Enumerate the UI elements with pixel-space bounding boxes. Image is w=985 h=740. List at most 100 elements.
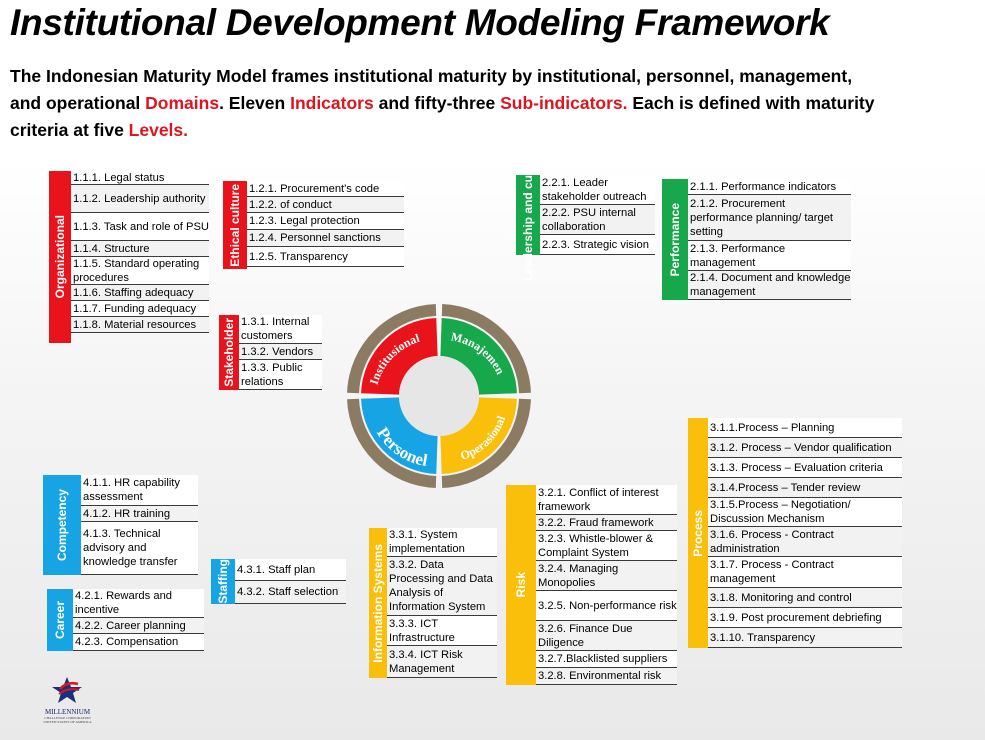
group-competency: Competency 4.1.1. HR capability assessmen… [43,475,198,575]
sub-indicator-text: 2.1.2. Procurement performance planning/… [690,197,834,238]
sub-indicator-item: 1.2.4. Personnel sanctions [247,230,404,247]
sub-indicator-text: 4.2.1. Rewards and incentive [75,590,173,616]
group-label: Leadership and culture [521,148,535,282]
sub-indicator-item: 3.2.6. Finance Due Diligence [536,621,677,651]
subtitle-line-1: The Indonesian Maturity Model frames ins… [10,66,853,86]
group-label: Career [53,600,67,640]
sub-indicator-item: 3.1.6. Process - Contract administration [708,527,902,557]
sub-indicator-item: 3.2.7.Blacklisted suppliers [536,651,677,668]
sub-indicator-text: 1.1.6. Staffing adequacy [73,286,194,299]
wheel-segments [361,318,517,474]
star-logo-icon [52,677,82,703]
sub-indicator-item: 1.1.7. Funding adequacy [71,301,209,317]
sub-indicator-text: 4.2.3. Compensation [75,636,179,648]
sub-indicator-text: 3.2.4. Managing Monopolies [538,562,619,589]
segment-operational [440,397,517,474]
sub-indicator-text: 4.1.1. HR capability assessment [83,477,181,503]
sub-indicator-text: 3.1.9. Post procurement debriefing [710,611,882,624]
group-tab: Organizational [49,171,71,343]
group-organizational: Organizational 1.1.1. Legal status 1.1.2. … [49,171,209,343]
logo-line2: CHALLENGE CORPORATION [44,716,91,720]
sub-indicator-item: 2.1.1. Performance indicators [688,179,851,195]
wheel-rim [441,304,531,394]
sub-indicator-item: 3.2.4. Managing Monopolies [536,561,677,591]
sub-indicator-text: 3.1.7. Process - Contract management [710,559,834,585]
sub-indicator-text: 3.3.1. System implementation [389,529,465,555]
sub-indicator-text: 3.1.5.Process – Negotiation/ Discussion … [710,499,851,525]
sub-indicator-item: 2.1.2. Procurement performance planning/… [688,195,851,241]
group-items: 4.1.1. HR capability assessment 4.1.2. HR… [81,475,198,575]
sub-indicator-item: 4.1.1. HR capability assessment [81,475,198,506]
group-label: Competency [55,488,69,562]
subtitle-subindicators: Sub-indicators. [500,93,628,113]
group-label: Stakeholder [222,318,236,387]
sub-indicator-item: 1.1.5. Standard operating procedures [71,257,209,285]
sub-indicator-item: 1.1.3. Task and role of PSU [71,213,209,241]
sub-indicator-item: 1.2.5. Transparency [247,247,404,267]
group-label: Organizational [53,215,67,299]
group-label: Process [691,509,705,557]
sub-indicator-text: 1.1.1. Legal status [73,171,165,184]
sub-indicator-item: 3.1.9. Post procurement debriefing [708,608,902,628]
group-tab: Stakeholder [219,315,239,390]
sub-indicator-text: 1.3.2. Vendors [241,345,314,358]
sub-indicator-text: 1.1.4. Structure [73,242,150,255]
group-label: Ethical culture [228,183,242,267]
sub-indicator-item: 3.1.5.Process – Negotiation/ Discussion … [708,498,902,527]
sub-indicator-text: 1.2.4. Personnel sanctions [249,232,381,244]
subtitle-text: and operational [10,93,146,113]
sub-indicator-text: 3.2.1. Conflict of interest framework [538,486,659,513]
sub-indicator-item: 3.2.3. Whistle-blower & Complaint System [536,531,677,561]
segment-management [440,318,517,395]
group-ethical-culture: Ethical culture 1.2.1. Procurement's code… [223,181,404,269]
sub-indicator-text: 3.1.10. Transparency [710,631,816,644]
logo-name: MILLENNIUM [44,708,91,716]
group-staffing: Staffing 4.3.1. Staff plan 4.3.2. Staff se… [211,559,346,604]
subtitle-text: . Eleven [219,93,291,113]
sub-indicator-text: 4.1.2. HR training [83,507,171,520]
wheel-rims [347,304,531,488]
sub-indicator-text: 1.1.3. Task and role of PSU [73,220,209,233]
sub-indicator-text: 3.1.3. Process – Evaluation criteria [710,461,883,474]
sub-indicator-text: 3.2.7.Blacklisted suppliers [538,653,668,665]
mcc-logo: MILLENNIUM CHALLENGE CORPORATION UNITED … [40,675,95,724]
sub-indicator-item: 1.3.2. Vendors [239,344,322,360]
sub-indicator-item: 2.2.3. Strategic vision [540,235,655,255]
sub-indicator-text: 1.1.5. Standard operating procedures [73,257,200,284]
sub-indicator-text: 1.1.2. Leadership authority [73,192,206,205]
sub-indicator-item: 3.3.4. ICT Risk Management [387,646,497,678]
sub-indicator-text: 1.3.3. Public relations [241,361,303,388]
sub-indicator-text: 3.3.3. ICT Infrastructure [389,617,455,644]
sub-indicator-item: 1.2.1. Procurement's code [247,181,404,197]
group-label: Staffing [216,559,230,604]
sub-indicator-item: 1.2.2. of conduct [247,197,404,213]
sub-indicator-text: 1.2.5. Transparency [249,250,348,263]
sub-indicator-item: 1.3.3. Public relations [239,360,322,390]
group-tab: Staffing [211,559,235,604]
sub-indicator-item: 3.1.8. Monitoring and control [708,588,902,608]
sub-indicator-text: 4.3.1. Staff plan [237,563,316,576]
group-tab: Career [47,589,73,651]
sub-indicator-text: 1.2.2. of conduct [249,198,332,211]
group-items: 3.2.1. Conflict of interest framework 3.2… [536,485,677,685]
sub-indicator-text: 2.1.4. Document and knowledge management [690,272,851,298]
group-items: 2.1.1. Performance indicators 2.1.2. Proc… [688,179,851,300]
segment-institutional [361,318,438,395]
sub-indicator-text: 3.2.3. Whistle-blower & Complaint System [538,532,654,559]
subtitle: The Indonesian Maturity Model frames ins… [10,63,985,144]
sub-indicator-item: 3.1.4.Process – Tender review [708,478,902,498]
sub-indicator-item: 3.2.8. Environmental risk [536,668,677,685]
sub-indicator-text: 3.2.8. Environmental risk [538,670,662,682]
sub-indicator-text: 4.3.2. Staff selection [237,586,339,598]
sub-indicator-item: 4.2.1. Rewards and incentive [73,589,204,618]
subtitle-domains: Domains [145,93,220,113]
subtitle-levels: Levels. [128,120,189,140]
group-items: 4.3.1. Staff plan 4.3.2. Staff selection [235,559,346,604]
wheel-rim [347,304,437,394]
sub-indicator-text: 3.1.2. Process – Vendor qualification [710,441,892,454]
